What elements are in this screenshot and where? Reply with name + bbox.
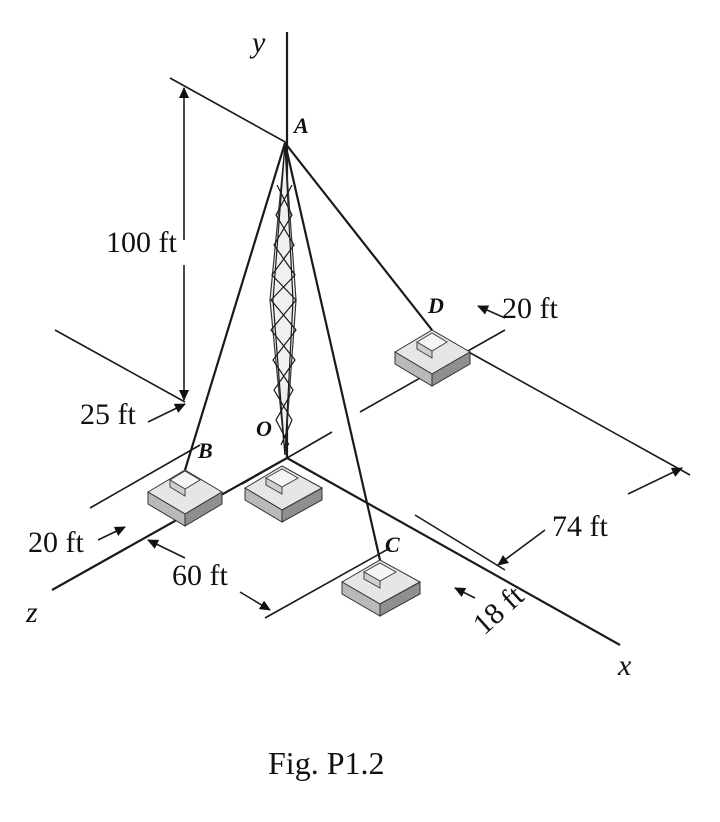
ref-line-b — [54, 329, 186, 403]
ref-line-top — [169, 77, 288, 144]
ref-line-d-x — [464, 349, 691, 476]
dim-label-d-offset: 20 ft — [502, 292, 558, 325]
point-label-b: B — [197, 438, 213, 463]
axis-label-z: z — [25, 596, 38, 629]
dim-d-z-arrow-2 — [627, 467, 683, 495]
base-c — [341, 559, 422, 617]
dim-b-z-arrow-1 — [97, 526, 126, 541]
base-o — [244, 465, 324, 523]
cable-ac — [283, 142, 382, 561]
dim-d-arrow — [477, 305, 506, 319]
dim-b-z-arrow-2 — [147, 539, 186, 559]
lattice-tower — [269, 144, 297, 456]
axis-tick-right — [286, 431, 333, 459]
dim-b-x-arrow — [147, 403, 186, 423]
ref-line-c-x — [414, 514, 506, 571]
dim-c-z-arrow — [239, 591, 271, 611]
cable-ab — [183, 142, 287, 471]
base-d — [394, 329, 471, 387]
dim-label-height: 100 ft — [106, 226, 177, 259]
dim-d-z-arrow-1 — [497, 529, 546, 566]
dim-c-x-arrow — [454, 587, 476, 599]
dim-label-b-x: 25 ft — [80, 398, 136, 431]
cable-ad — [284, 142, 433, 331]
ref-line-c — [264, 547, 391, 619]
dim-label-d-z: 74 ft — [552, 510, 608, 543]
axis-label-y: y — [249, 26, 266, 59]
point-label-c: C — [385, 532, 400, 557]
point-label-d: D — [427, 293, 444, 318]
point-label-a: A — [292, 113, 309, 138]
point-label-o: O — [256, 416, 272, 441]
dim-label-b-z: 20 ft — [28, 526, 84, 559]
x-axis — [286, 457, 621, 646]
ref-line-b-z — [89, 444, 201, 509]
axis-tick-left — [241, 457, 288, 485]
figure-caption: Fig. P1.2 — [268, 745, 384, 781]
base-b — [147, 469, 223, 527]
dim-label-c-z: 60 ft — [172, 559, 228, 592]
axis-label-x: x — [617, 649, 632, 682]
